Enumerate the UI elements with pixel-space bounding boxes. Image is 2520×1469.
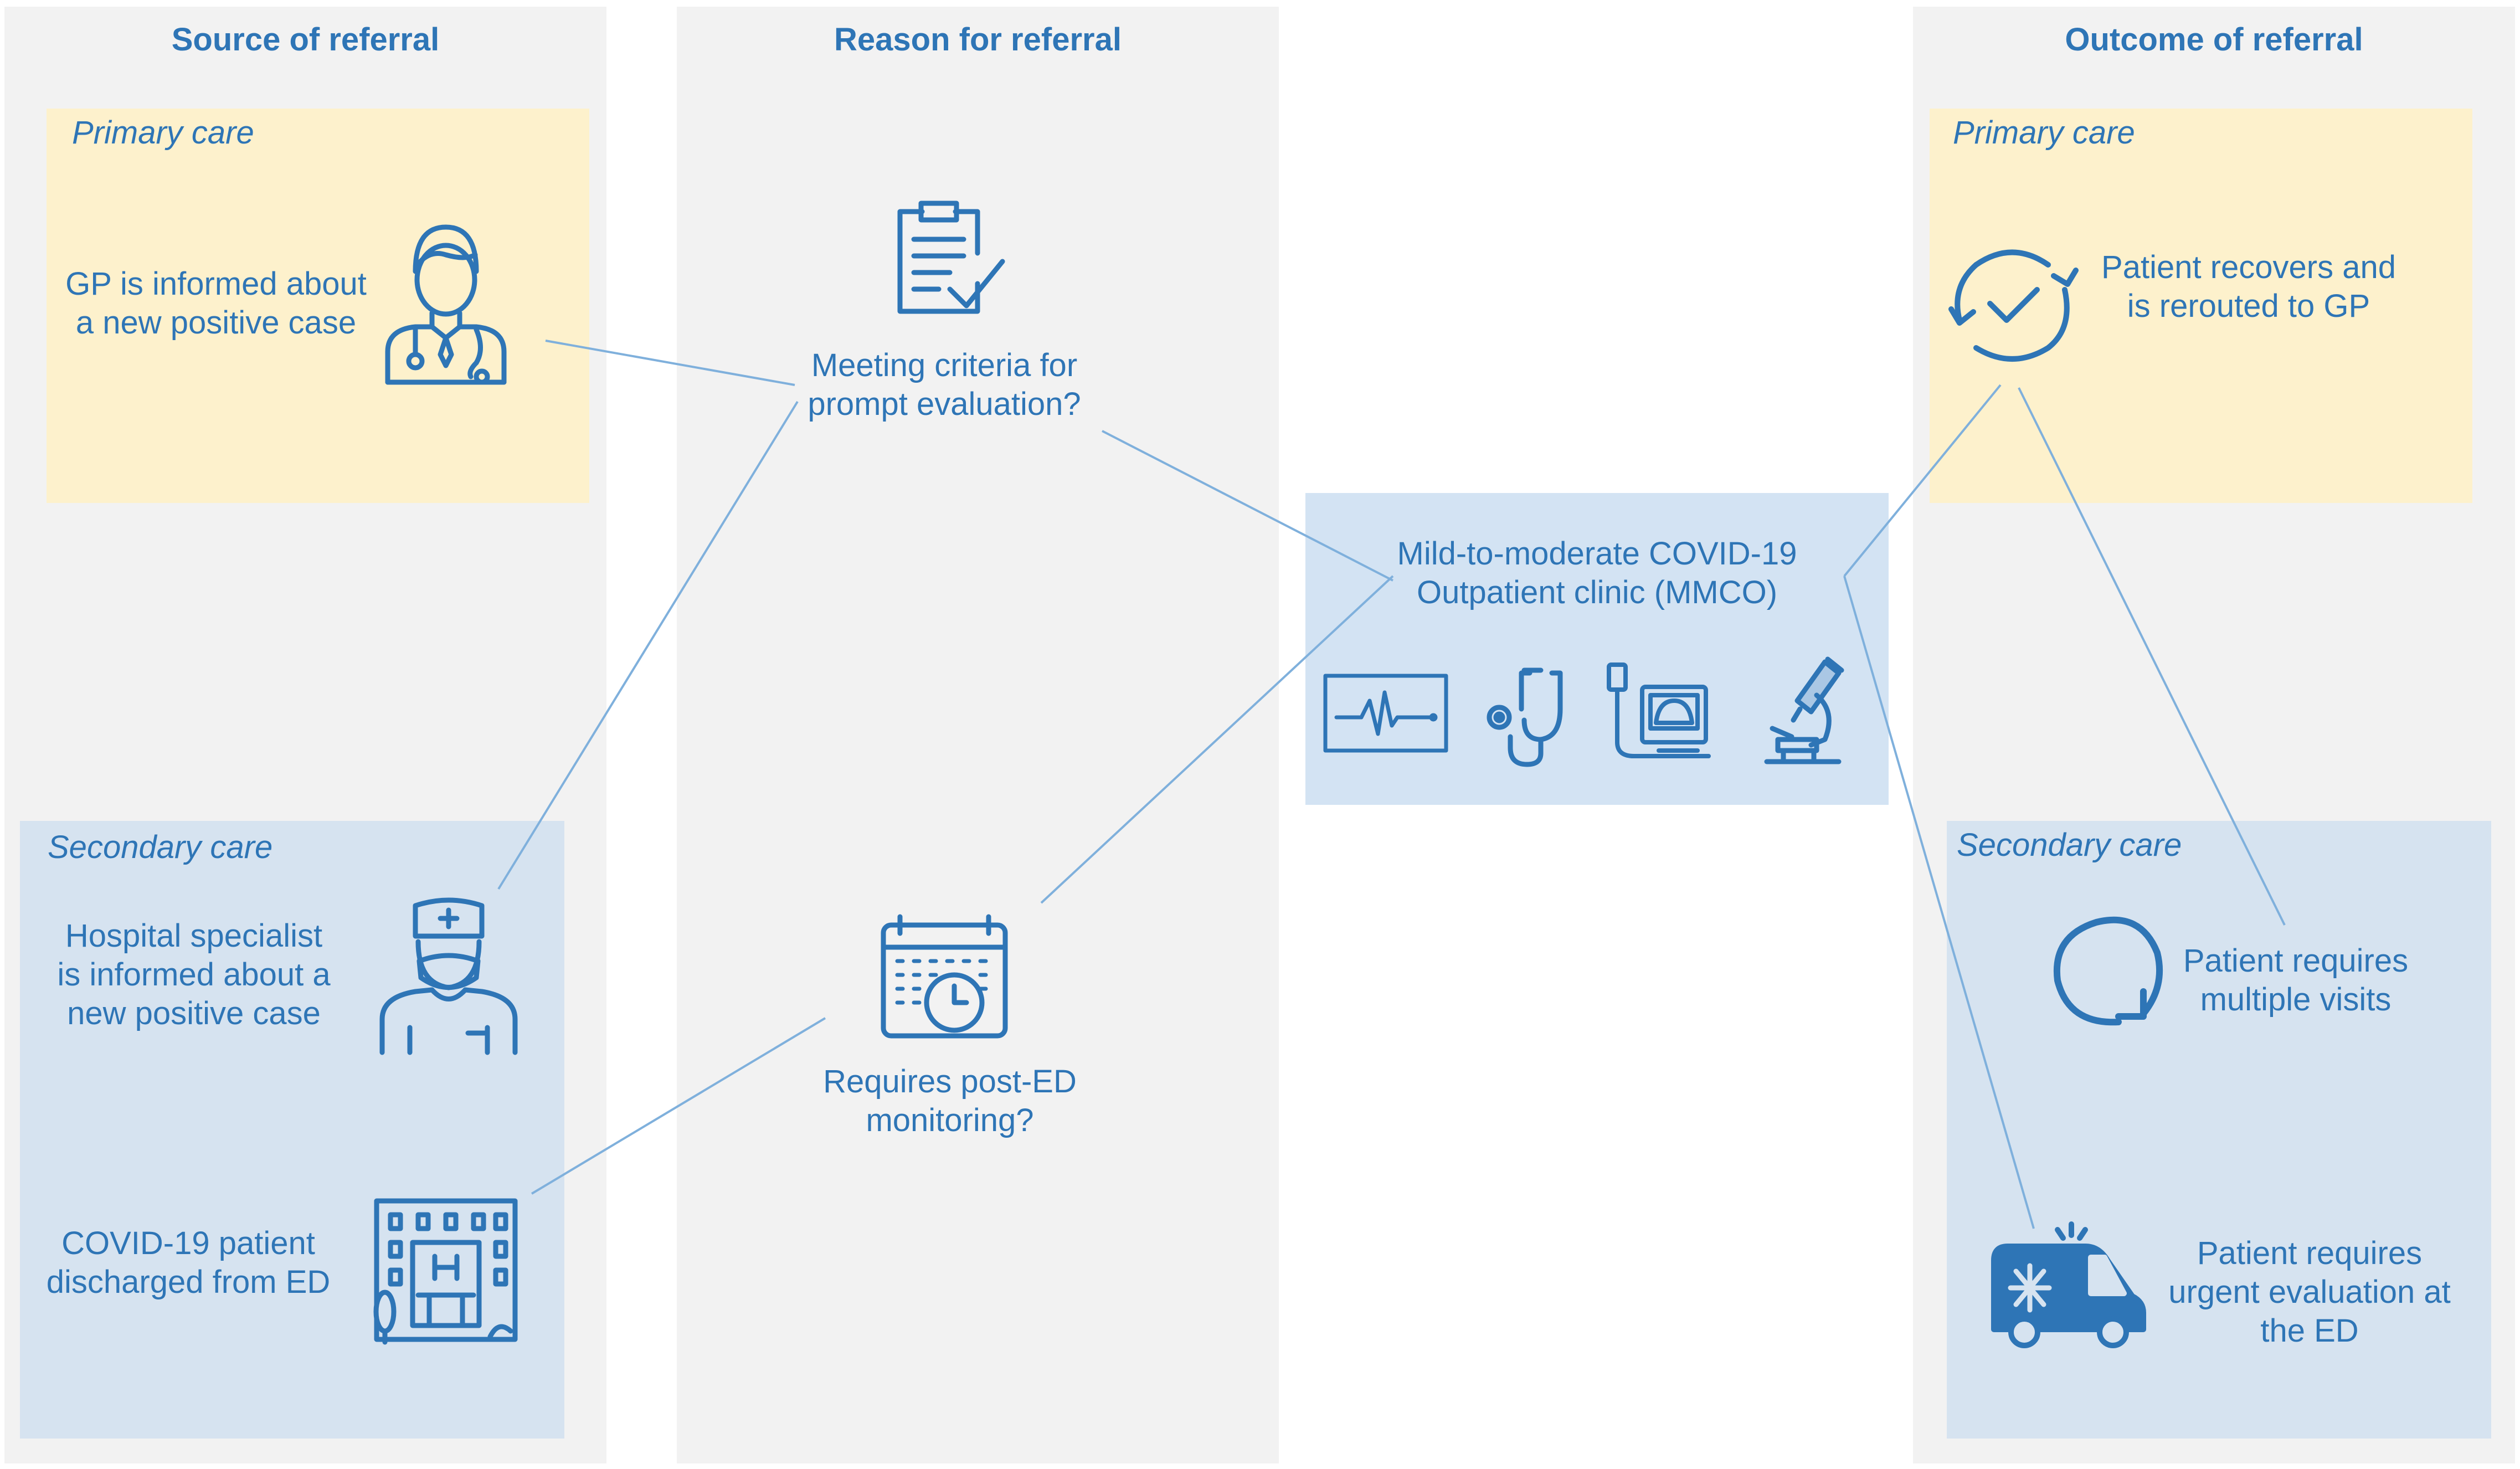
specialist-informed-text: Hospital specialist is informed about a … [57,918,331,1031]
mmco-clinic-text: Mild-to-moderate COVID-19 Outpatient cli… [1397,536,1797,610]
refresh-check-icon [1948,249,2079,362]
outcome-secondary-care-label: Secondary care [1957,827,2182,863]
stethoscope-icon [1487,667,1563,767]
urgent-evaluation-text: Patient requires urgent evaluation at th… [2168,1235,2451,1349]
connector-discharged-to-monitoring [531,1017,826,1195]
connector-monitoring-to-clinic [1040,575,1394,904]
hospital-building-icon [373,1198,518,1345]
source-primary-care-box: Primary care [47,109,589,503]
column-title-source: Source of referral [171,22,440,58]
doctor-icon [385,224,507,385]
outcome-primary-care-label: Primary care [1953,115,2135,151]
microscope-icon [1764,656,1844,764]
connector-specialist-to-criteria [497,400,799,890]
connector-recovers-to-multiple [2018,387,2286,926]
criteria-question-text: Meeting criteria for prompt evaluation? [808,347,1081,422]
revisit-arrow-icon [2053,916,2163,1026]
column-title-outcome: Outcome of referral [2065,22,2363,58]
connector-gp-to-criteria [545,340,795,386]
ecg-monitor-icon [1323,674,1448,753]
source-secondary-care-box: Secondary care [20,821,564,1439]
discharged-from-ed-text: COVID-19 patient discharged from ED [46,1225,331,1300]
nurse-icon [379,897,518,1055]
connector-criteria-to-clinic [1102,430,1393,582]
gp-informed-text: GP is informed about a new positive case [65,266,367,341]
ambulance-icon [1991,1221,2146,1348]
ultrasound-icon [1607,662,1711,758]
calendar-clock-icon [881,914,1008,1039]
monitoring-question-text: Requires post-ED monitoring? [823,1064,1077,1138]
connector-clinic-to-recovers [1843,384,2002,577]
column-title-reason: Reason for referral [834,22,1122,58]
clipboard-check-icon [897,201,1005,314]
source-primary-care-label: Primary care [72,115,254,151]
multiple-visits-text: Patient requires multiple visits [2183,943,2409,1018]
patient-recovers-text: Patient recovers and is rerouted to GP [2101,249,2396,324]
source-secondary-care-label: Secondary care [48,829,273,865]
connector-clinic-to-urgent [1843,576,2035,1229]
